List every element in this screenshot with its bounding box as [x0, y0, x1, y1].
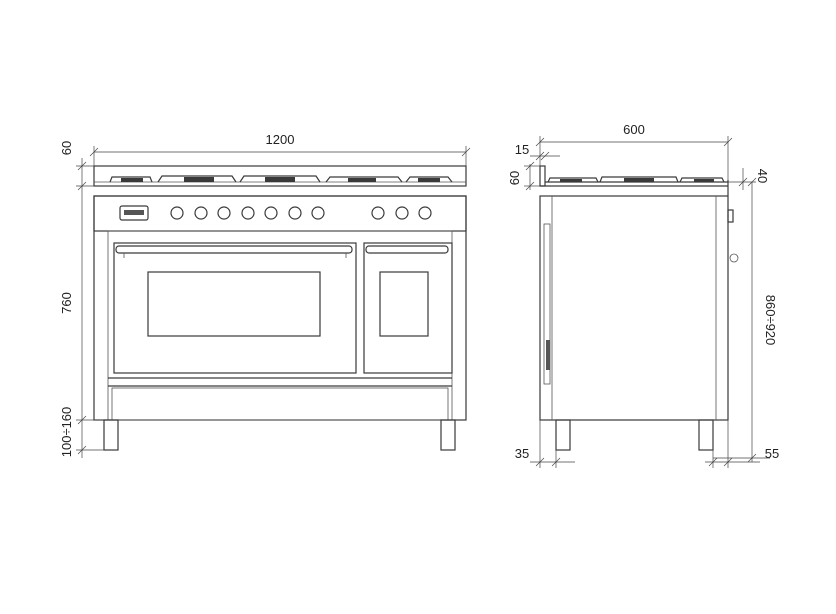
- knob: [395, 206, 409, 220]
- side-burner-grates: [547, 176, 725, 183]
- knob: [217, 206, 231, 220]
- small-oven-door: [363, 242, 453, 374]
- front-cooktop: [93, 165, 467, 187]
- side-foot-front: [698, 419, 714, 451]
- small-oven-handle: [365, 245, 449, 254]
- knob: [241, 206, 255, 220]
- front-feet-height-label: 100÷160: [59, 407, 74, 458]
- side-knob: [727, 209, 734, 223]
- side-foot-back: [555, 419, 571, 451]
- knob: [288, 206, 302, 220]
- storage-drawer: [111, 387, 449, 421]
- side-handle-end: [729, 253, 739, 263]
- side-top-offset-label: 40: [755, 169, 770, 183]
- main-oven-window: [147, 271, 321, 337]
- knob: [264, 206, 278, 220]
- control-knobs: [170, 206, 432, 220]
- side-dimensions: 600 15 60 40 860÷920 35 55: [507, 122, 779, 468]
- side-backguard-label: 15: [515, 142, 529, 157]
- side-body: [539, 195, 729, 421]
- main-oven-handle: [115, 245, 353, 254]
- main-oven-door: [113, 242, 357, 374]
- side-foot-front-label: 35: [515, 446, 529, 461]
- knob: [170, 206, 184, 220]
- knob: [371, 206, 385, 220]
- front-dimensions: 1200 60 760 100÷160: [59, 132, 471, 458]
- side-view: [539, 165, 739, 451]
- small-oven-window: [379, 271, 429, 337]
- front-view: [93, 165, 467, 451]
- front-control-panel: [93, 195, 467, 232]
- side-foot-back-label: 55: [765, 446, 779, 461]
- front-width-label: 1200: [266, 132, 295, 147]
- front-burner-grates: [109, 175, 453, 183]
- knob: [194, 206, 208, 220]
- front-foot-right: [440, 419, 456, 451]
- side-total-height-label: 860÷920: [763, 295, 778, 346]
- front-body-height-label: 760: [59, 292, 74, 314]
- side-backguard: [539, 165, 546, 187]
- knob: [418, 206, 432, 220]
- clock-display: [119, 205, 149, 221]
- front-top-height-label: 60: [59, 141, 74, 155]
- side-top-height-label: 60: [507, 171, 522, 185]
- side-depth-label: 600: [623, 122, 645, 137]
- knob: [311, 206, 325, 220]
- front-foot-left: [103, 419, 119, 451]
